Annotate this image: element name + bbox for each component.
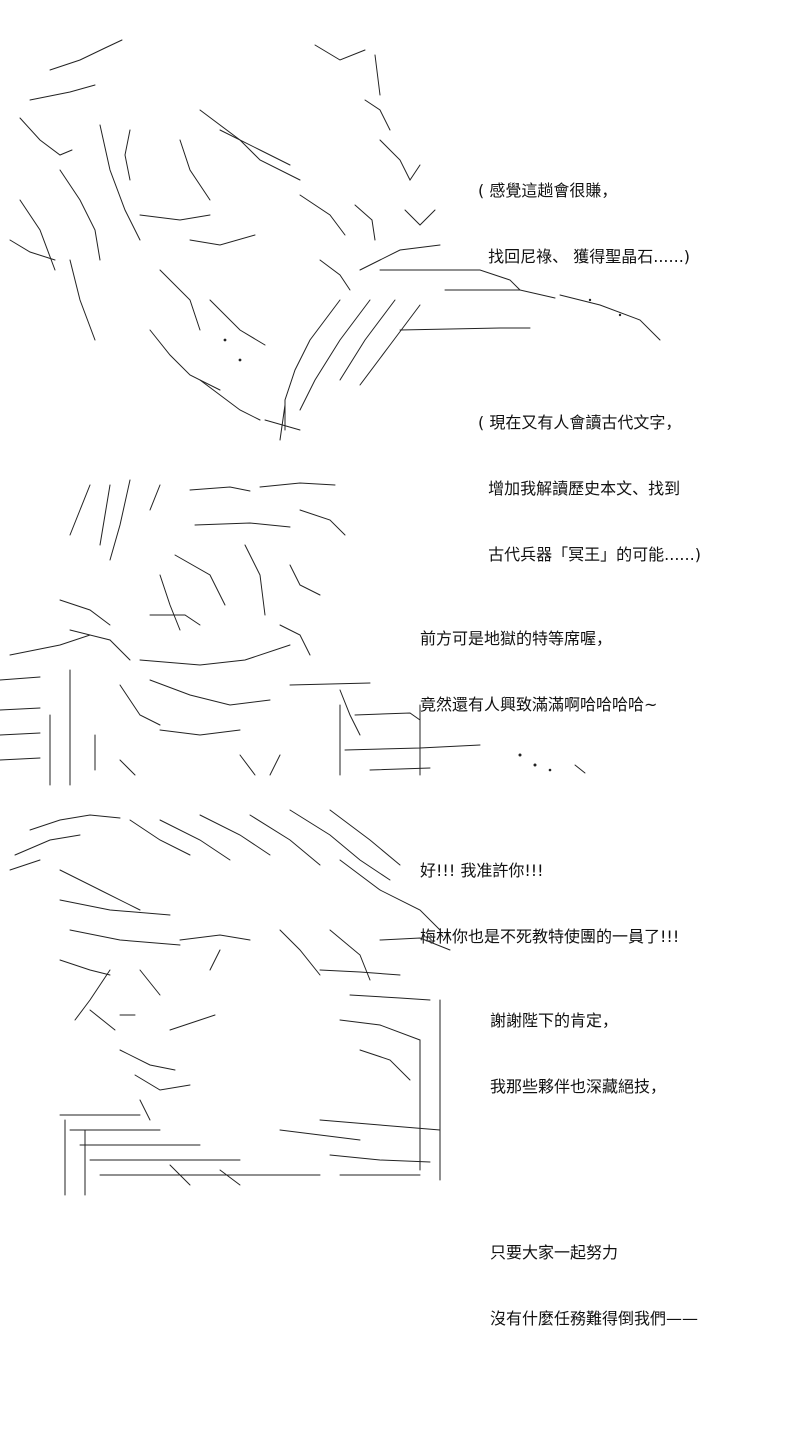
speech-line: ( 現在又有人會讀古代文字， [478,413,682,432]
speech-paragraph-1: ( 感覺這趟會很賺， 找回尼祿、 獲得聖晶石......) [478,136,701,312]
speech-line: 古代兵器「冥王」的可能......) [478,545,701,564]
comic-panel-2: 前方可是地獄的特等席喔， 竟然還有人興致滿滿啊哈哈哈哈~ 好!!! 我准許你!!… [0,465,800,946]
speech-paragraph-2: 好!!! 我准許你!!! 梅林你也是不死教特使團的一員了!!! [420,816,679,992]
comic-panel-1: ( 感覺這趟會很賺， 找回尼祿、 獲得聖晶石......) ( 現在又有人會讀古… [0,0,800,564]
speech-line: 找回尼祿、 獲得聖晶石......) [478,247,691,266]
comic-panel-3: 謝謝陛下的肯定， 我那些夥伴也深藏絕技， 只要大家一起努力 沒有什麼任務難得倒我… [0,800,800,1328]
speech-paragraph-1: 前方可是地獄的特等席喔， 竟然還有人興致滿滿啊哈哈哈哈~ [420,584,679,760]
speech-line: 只要大家一起努力 [490,1243,619,1262]
ascii-art-character-laughing [0,479,586,786]
ascii-art-character-glance [9,39,661,441]
speech-paragraph-2: 只要大家一起努力 沒有什麼任務難得倒我們—— [490,1198,698,1374]
speech-line: 竟然還有人興致滿滿啊哈哈哈哈~ [420,695,658,714]
speech-line: 沒有什麼任務難得倒我們—— [490,1309,699,1328]
speech-text-block: 謝謝陛下的肯定， 我那些夥伴也深藏絕技， 只要大家一起努力 沒有什麼任務難得倒我… [490,922,698,1430]
speech-text-block: ( 感覺這趟會很賺， 找回尼祿、 獲得聖晶石......) ( 現在又有人會讀古… [478,92,701,666]
speech-paragraph-2: ( 現在又有人會讀古代文字， 增加我解讀歷史本文、找到 古代兵器「冥王」的可能.… [478,368,701,610]
ascii-art-character-kneeling [9,809,451,1196]
speech-line: 謝謝陛下的肯定， [490,1011,619,1030]
speech-line: ( 感覺這趟會很賺， [478,181,618,200]
speech-line: 增加我解讀歷史本文、找到 [478,479,681,498]
speech-line: 前方可是地獄的特等席喔， [420,629,613,648]
speech-line: 好!!! 我准許你!!! [420,861,544,880]
speech-line: 我那些夥伴也深藏絕技， [490,1077,667,1096]
speech-text-block: 前方可是地獄的特等席喔， 竟然還有人興致滿滿啊哈哈哈哈~ 好!!! 我准許你!!… [420,540,679,1048]
speech-paragraph-1: 謝謝陛下的肯定， 我那些夥伴也深藏絕技， [490,966,698,1142]
speech-line: 梅林你也是不死教特使團的一員了!!! [420,927,680,946]
